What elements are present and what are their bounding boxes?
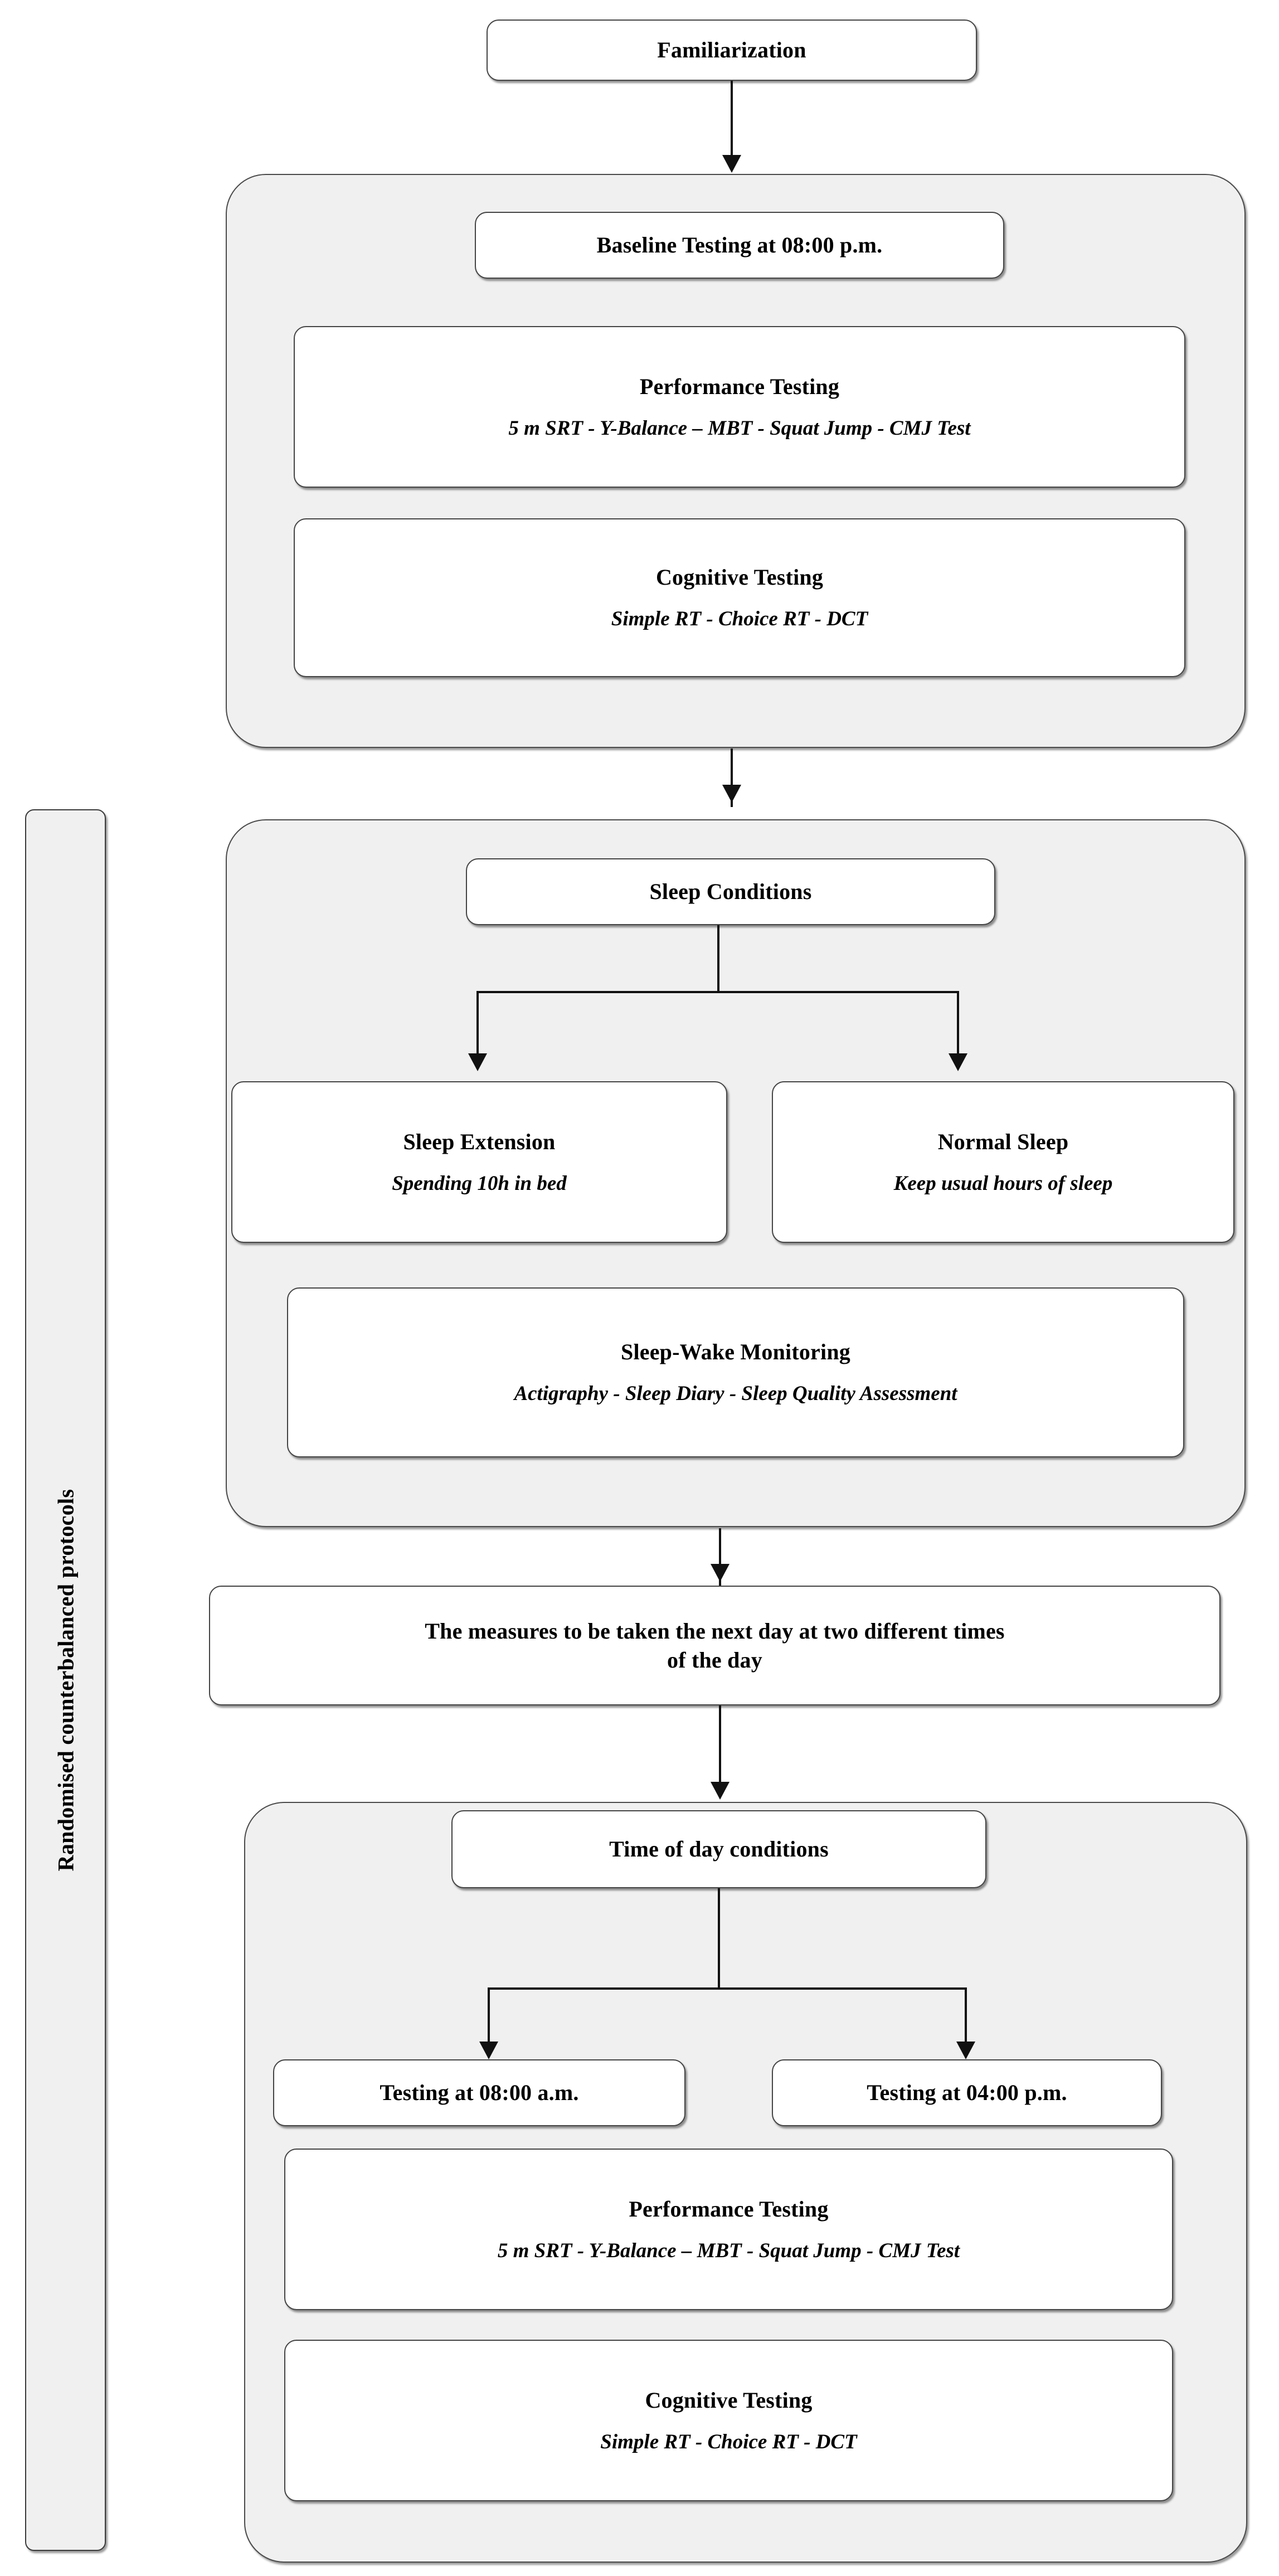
- familiarization-node[interactable]: Familiarization: [487, 20, 977, 81]
- connector-timeofday-right-drop: [965, 1987, 967, 2049]
- connector-nextday-timeofday: [719, 1705, 721, 1786]
- timeofday-cognitive-sub: Simple RT - Choice RT - DCT: [600, 2430, 857, 2453]
- sleep-wake-monitoring-title: Sleep-Wake Monitoring: [621, 1339, 850, 1365]
- timeofday-performance-testing-node[interactable]: Performance Testing 5 m SRT - Y-Balance …: [284, 2149, 1173, 2310]
- next-day-measures-line1: The measures to be taken the next day at…: [425, 1618, 1005, 1644]
- connector-timeofday-stem: [718, 1888, 720, 1989]
- connector-timeofday-left-drop: [488, 1987, 490, 2049]
- arrowhead-normal-sleep: [949, 1053, 967, 1071]
- baseline-cognitive-sub: Simple RT - Choice RT - DCT: [611, 607, 868, 631]
- familiarization-label: Familiarization: [657, 37, 806, 63]
- randomised-protocols-sidebar: Randomised counterbalanced protocols: [25, 809, 106, 2551]
- time-of-day-header-node[interactable]: Time of day conditions: [451, 1810, 986, 1888]
- timeofday-cognitive-testing-node[interactable]: Cognitive Testing Simple RT - Choice RT …: [284, 2340, 1173, 2501]
- baseline-testing-header-node[interactable]: Baseline Testing at 08:00 p.m.: [475, 212, 1004, 279]
- baseline-performance-testing-node[interactable]: Performance Testing 5 m SRT - Y-Balance …: [294, 326, 1185, 488]
- connector-sleep-left-drop: [476, 991, 479, 1059]
- testing-morning-node[interactable]: Testing at 08:00 a.m.: [273, 2059, 685, 2126]
- sleep-conditions-header-node[interactable]: Sleep Conditions: [466, 858, 995, 925]
- sleep-conditions-header-label: Sleep Conditions: [649, 879, 812, 905]
- arrowhead-sleep-extension: [468, 1053, 487, 1071]
- timeofday-performance-sub: 5 m SRT - Y-Balance – MBT - Squat Jump -…: [497, 2239, 960, 2262]
- arrowhead-testing-morning: [479, 2042, 498, 2059]
- time-of-day-header-label: Time of day conditions: [609, 1836, 829, 1862]
- sleep-wake-monitoring-sub: Actigraphy - Sleep Diary - Sleep Quality…: [514, 1382, 957, 1406]
- arrowhead-familiarization-baseline: [722, 155, 741, 173]
- baseline-cognitive-title: Cognitive Testing: [655, 565, 824, 590]
- sleep-extension-node[interactable]: Sleep Extension Spending 10h in bed: [231, 1081, 727, 1243]
- arrowhead-testing-afternoon: [956, 2042, 975, 2059]
- testing-afternoon-label: Testing at 04:00 p.m.: [867, 2080, 1067, 2106]
- testing-afternoon-node[interactable]: Testing at 04:00 p.m.: [772, 2059, 1162, 2126]
- sleep-extension-sub: Spending 10h in bed: [392, 1172, 567, 1195]
- connector-sleep-right-drop: [957, 991, 959, 1059]
- timeofday-cognitive-title: Cognitive Testing: [645, 2387, 813, 2413]
- normal-sleep-sub: Keep usual hours of sleep: [893, 1172, 1113, 1195]
- sleep-wake-monitoring-node[interactable]: Sleep-Wake Monitoring Actigraphy - Sleep…: [287, 1287, 1184, 1457]
- baseline-testing-header-label: Baseline Testing at 08:00 p.m.: [596, 232, 883, 258]
- arrowhead-baseline-sleep: [722, 785, 741, 803]
- baseline-performance-sub: 5 m SRT - Y-Balance – MBT - Squat Jump -…: [508, 416, 971, 440]
- randomised-protocols-label: Randomised counterbalanced protocols: [53, 1489, 78, 1872]
- timeofday-performance-title: Performance Testing: [629, 2196, 829, 2222]
- baseline-cognitive-testing-node[interactable]: Cognitive Testing Simple RT - Choice RT …: [294, 518, 1185, 677]
- connector-timeofday-crossbar: [488, 1987, 967, 1990]
- connector-sleep-stem: [717, 925, 719, 992]
- baseline-performance-title: Performance Testing: [639, 373, 840, 399]
- normal-sleep-node[interactable]: Normal Sleep Keep usual hours of sleep: [772, 1081, 1234, 1243]
- next-day-measures-node[interactable]: The measures to be taken the next day at…: [209, 1586, 1220, 1705]
- normal-sleep-title: Normal Sleep: [937, 1129, 1069, 1154]
- connector-sleep-nextday: [719, 1528, 721, 1587]
- next-day-measures-line2: of the day: [667, 1647, 762, 1673]
- sleep-extension-title: Sleep Extension: [403, 1129, 556, 1154]
- arrowhead-nextday-timeofday: [711, 1782, 730, 1800]
- connector-familiarization-baseline: [731, 81, 733, 159]
- connector-sleep-crossbar: [476, 991, 959, 993]
- arrowhead-sleep-nextday: [711, 1564, 730, 1582]
- testing-morning-label: Testing at 08:00 a.m.: [380, 2080, 579, 2106]
- connector-baseline-sleep: [731, 749, 733, 807]
